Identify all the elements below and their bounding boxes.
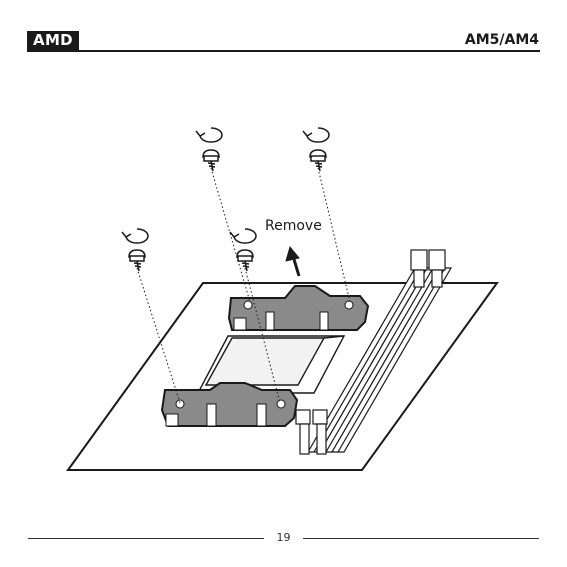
- bottom-retention-bracket: [162, 383, 297, 426]
- counterclockwise-arrow-icon: [196, 128, 222, 142]
- remove-arrow-icon: [286, 247, 299, 276]
- counterclockwise-arrow-icon: [122, 229, 148, 243]
- screw-icon: [237, 250, 253, 271]
- screw-icon: [203, 150, 219, 171]
- counterclockwise-arrow-icon: [230, 229, 256, 243]
- footer-rule-left: [28, 538, 264, 539]
- screw-icon: [310, 150, 326, 171]
- screw-icon: [129, 250, 145, 271]
- page-number: 19: [264, 531, 303, 544]
- footer-rule-right: [303, 538, 539, 539]
- counterclockwise-arrow-icon: [303, 128, 329, 142]
- remove-callout-label: Remove: [265, 218, 322, 234]
